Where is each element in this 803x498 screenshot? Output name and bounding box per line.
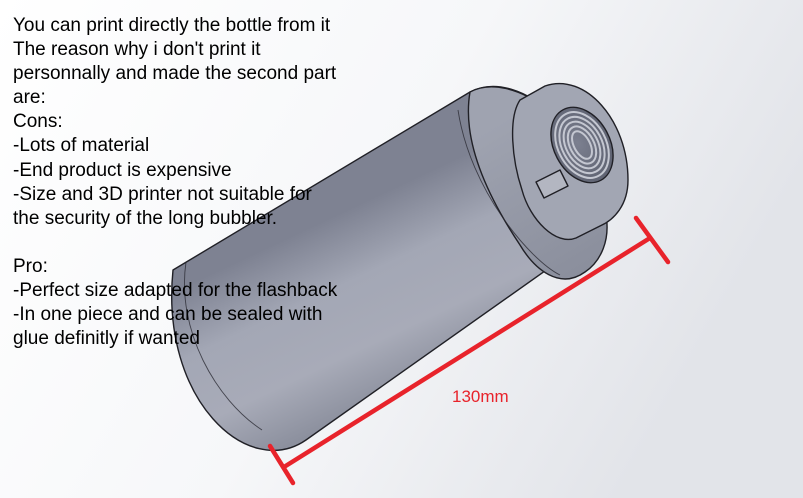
neck-tab [535,169,569,199]
edge-highlights [184,109,561,431]
annotation-line: The reason why i don't print it [13,39,261,61]
bottle-body [171,83,629,452]
annotation-line: -In one piece and can be sealed with [13,304,323,326]
annotation-line: -End product is expensive [13,159,232,181]
annotation-line: personnally and made the second part [13,63,337,85]
annotation-line: -Lots of material [13,135,150,157]
annotation-text: You can print directly the bottle from i… [13,14,337,351]
dimension-tick-end [633,215,671,265]
dimension-marker [267,215,671,486]
dimension-label: 130mm [452,387,509,406]
dimension-tick-start [267,443,296,486]
annotation-line: -Perfect size adapted for the flashback [13,280,338,302]
annotation-line: are: [13,87,46,109]
annotation-line: Cons: [13,111,63,133]
annotation-line: Pro: [13,255,48,277]
annotation-line: glue definitly if wanted [13,328,200,350]
annotation-line: the security of the long bubbler. [13,207,278,229]
dimension-line [281,235,653,470]
annotation-line: -Size and 3D printer not suitable for [13,183,312,205]
thread-rings [554,111,610,179]
annotation-line [13,231,337,255]
annotation-line: You can print directly the bottle from i… [13,15,331,36]
